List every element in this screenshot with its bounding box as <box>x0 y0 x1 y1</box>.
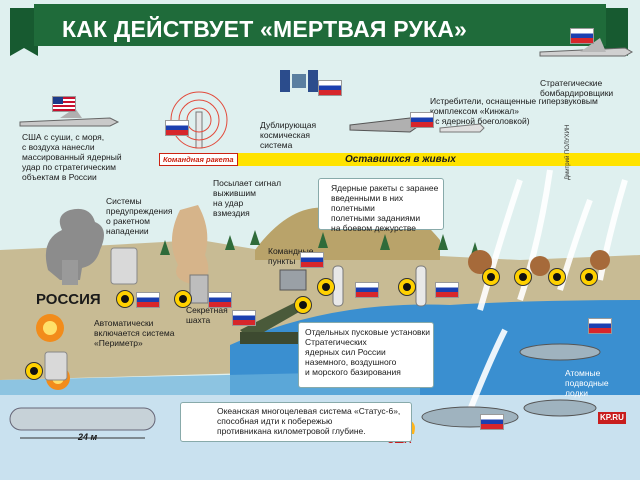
subs-text: Атомные подводные лодки <box>565 368 609 398</box>
missile-trail <box>517 169 553 301</box>
nuclear-symbol-icon <box>482 268 500 286</box>
usa-bomber-icon <box>19 117 120 127</box>
page-title: КАК ДЕЙСТВУЕТ «МЕРТВАЯ РУКА» <box>62 16 468 42</box>
nuclear-symbol-icon <box>116 290 134 308</box>
russia-flag-icon <box>232 310 256 326</box>
russia-flag-icon <box>208 292 232 308</box>
kinzhal-missile-icon <box>439 123 485 133</box>
ribbon-right-tail <box>600 8 628 56</box>
sends-signal-text: Посылает сигнал выжившим на удар взмезди… <box>213 178 282 218</box>
ribbon-left-tail <box>10 8 38 56</box>
ground-area <box>0 240 640 380</box>
satellite-icon <box>292 74 306 88</box>
auto-perimeter-text: Автоматически включается система «Периме… <box>94 318 175 348</box>
status6-text: Океанская многоцелевая система «Статус-6… <box>217 406 401 436</box>
submarine-icon <box>519 343 601 361</box>
radar-station-icon <box>44 351 68 381</box>
status6-box: Океанская многоцелевая система «Статус-6… <box>180 402 412 442</box>
nuclear-symbol-icon <box>398 278 416 296</box>
missile-trail <box>467 328 508 412</box>
russia-flag-icon <box>480 414 504 430</box>
bombers-text: Стратегические бомбардировщики <box>540 78 614 98</box>
russia-flag-icon <box>165 120 189 136</box>
nuclear-symbol-icon <box>174 290 192 308</box>
command-points-text: Командные пункты <box>268 246 314 266</box>
nuclear-symbol-icon <box>294 296 312 314</box>
command-rocket-label: Командная ракета <box>159 153 238 166</box>
launchers-text: Отдельных пусковые установки Стратегичес… <box>305 327 431 377</box>
missile-trail <box>477 179 523 311</box>
russia-flag-icon <box>435 282 459 298</box>
nuclear-symbol-icon <box>317 278 335 296</box>
title-ribbon <box>34 4 606 46</box>
russia-flag-icon <box>300 252 324 268</box>
credit: Дмитрий ПОЛУХИН <box>565 124 571 180</box>
command-rocket-icon <box>195 111 203 149</box>
russia-flag-icon <box>410 112 434 128</box>
fighters-text: Истребители, оснащенные гиперзвуковым ко… <box>430 96 598 126</box>
nuclear-symbol-icon <box>548 268 566 286</box>
usa-flag-icon <box>52 96 76 112</box>
russia-flag-icon <box>570 28 594 44</box>
russia-flag-icon <box>588 318 612 334</box>
explosion-icon <box>530 256 550 276</box>
banner-text: Оставшихся в живых <box>345 154 456 165</box>
shallow-water <box>0 363 420 400</box>
mobile-launcher-icon <box>240 300 306 340</box>
nuclear-symbol-icon <box>580 268 598 286</box>
country-label: РОССИЯ <box>36 291 101 308</box>
trees <box>160 230 480 258</box>
silo-missile-icon <box>415 265 427 307</box>
fighter-jet-icon <box>349 117 421 133</box>
explosion-icon <box>590 250 610 270</box>
kp-logo: KP.RU <box>598 412 626 424</box>
nuclear-symbol-icon <box>514 268 532 286</box>
early-warning-text: Системы предупреждения о ракетном нападе… <box>106 196 173 236</box>
nuclear-missiles-box: Ядерные ракеты с заранее введенными в ни… <box>318 178 444 233</box>
command-building-icon <box>279 269 307 291</box>
secret-silo-text: Секретная шахта <box>186 305 228 325</box>
submarine-icon <box>523 399 597 417</box>
russia-flag-icon <box>136 292 160 308</box>
smoke-plume <box>171 205 209 285</box>
nuclear-symbol-icon <box>25 362 43 380</box>
status6-torpedo-icon <box>9 407 156 431</box>
backup-space-text: Дублирующая космическая система <box>260 120 317 150</box>
radar-station-icon <box>110 247 138 285</box>
secret-silo-icon <box>189 274 209 304</box>
nuclear-missiles-text: Ядерные ракеты с заранее введенными в ни… <box>331 183 439 233</box>
russia-flag-icon <box>318 80 342 96</box>
length-label: 24 м <box>78 432 98 442</box>
launchers-box: Отдельных пусковые установки Стратегичес… <box>298 322 434 388</box>
russia-flag-icon <box>355 282 379 298</box>
nuclear-cloud-icon <box>45 208 104 280</box>
banner-bar <box>232 153 640 166</box>
usa-strike-text: США с суши, с моря, с воздуха нанесли ма… <box>22 132 122 182</box>
